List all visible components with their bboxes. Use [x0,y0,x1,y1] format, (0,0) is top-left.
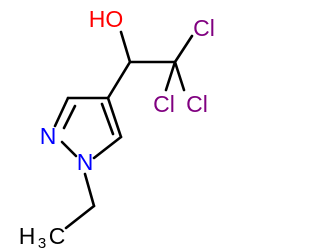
bond-n1-c5 [92,135,123,160]
bond-n1-ch2 [83,172,96,208]
methyl-subscript: 3 [38,235,46,250]
nitrogen-label-1: N [77,149,94,175]
methyl-hydrogen: H [19,223,36,249]
atom-labels: HO Cl Cl Cl N N H 3 C [19,6,215,250]
methyl-carbon: C [49,223,66,249]
methyl-label: H 3 C [19,223,66,250]
nitrogen-label-2: N [40,123,57,149]
bond-c3-n2-double [62,104,77,130]
bond-c-cl-top [173,34,194,64]
bond-c-cl-right [173,60,186,92]
structure-canvas: HO Cl Cl Cl N N H 3 C [18,6,215,250]
bond-n2-n1 [60,140,78,158]
molecule-structure: HO Cl Cl Cl N N H 3 C [19,6,215,250]
chlorine-label-2: Cl [153,91,175,117]
bond-c5-c4 [106,96,123,139]
bond-c-oh [119,30,132,64]
bond-c3-n2 [53,96,70,128]
chlorine-label-3: Cl [186,91,208,117]
bond-ch2-ch3 [64,204,96,230]
bond-c-cl-left [164,60,177,92]
bond-c5-c4-double [100,102,115,136]
bond-c-ring [106,60,132,100]
bonds [53,30,194,230]
hydroxyl-label: HO [89,6,124,32]
chlorine-label-1: Cl [193,15,215,41]
